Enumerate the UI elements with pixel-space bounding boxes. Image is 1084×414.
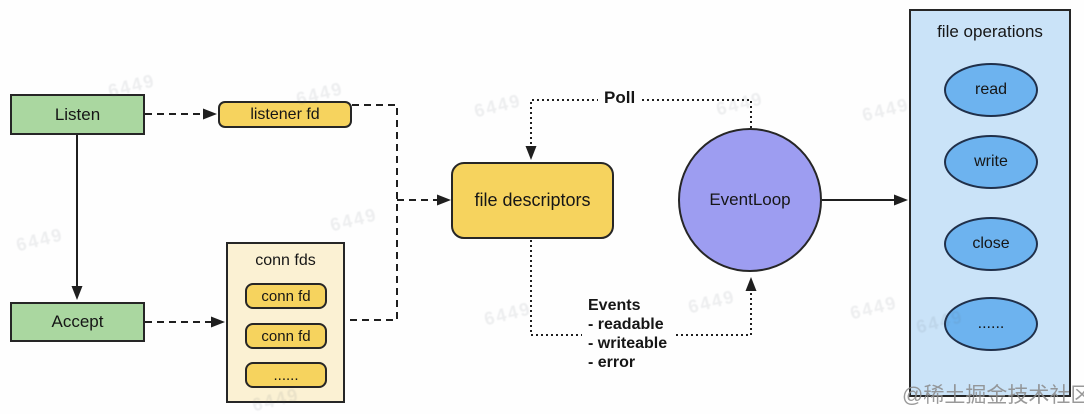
node-listen: Listen — [10, 94, 145, 135]
faint-watermark: 6449 — [328, 204, 380, 236]
edge-label-poll: Poll — [598, 88, 642, 108]
arrowhead-fileops — [894, 194, 908, 206]
node-conn-fds: conn fds conn fd conn fd ...... — [226, 242, 345, 403]
node-op-more: ...... — [944, 297, 1038, 351]
node-op-close: close — [944, 217, 1038, 271]
node-conn-fd-2: conn fd — [245, 323, 327, 349]
node-conn-fd-more: ...... — [245, 362, 327, 388]
events-item-readable: - readable — [588, 316, 664, 333]
node-op-read: read — [944, 63, 1038, 117]
events-item-writeable: - writeable — [588, 335, 668, 352]
node-file-operations: file operations read write close ...... — [909, 9, 1071, 397]
arrowhead-listenerfd — [203, 108, 217, 120]
node-op-write: write — [944, 135, 1038, 189]
faint-watermark: 6449 — [860, 94, 912, 126]
arrowhead-poll — [525, 146, 537, 160]
node-listener-fd: listener fd — [218, 101, 352, 128]
arrowhead-events — [745, 277, 757, 291]
arrowhead-listen-accept — [71, 286, 83, 300]
faint-watermark: 6449 — [472, 90, 524, 122]
events-title: Events — [588, 297, 641, 314]
community-watermark: @稀土掘金技术社区 — [902, 384, 1084, 407]
faint-watermark: 6449 — [686, 286, 738, 318]
node-file-descriptors: file descriptors — [451, 162, 614, 239]
node-accept: Accept — [10, 302, 145, 342]
faint-watermark: 6449 — [848, 292, 900, 324]
faint-watermark: 6449 — [14, 224, 66, 256]
faint-watermark: 6449 — [714, 88, 766, 120]
node-event-loop: EventLoop — [678, 128, 822, 272]
events-item-error: - error — [588, 354, 636, 371]
faint-watermark: 6449 — [482, 298, 534, 330]
file-operations-title: file operations — [937, 22, 1043, 41]
arrowhead-connfds — [211, 316, 225, 328]
node-conn-fd-1: conn fd — [245, 283, 327, 309]
arrowhead-filedescriptors — [437, 194, 451, 206]
edge-label-events: Events - readable - writeable - error — [582, 295, 674, 373]
conn-fds-title: conn fds — [255, 252, 316, 269]
